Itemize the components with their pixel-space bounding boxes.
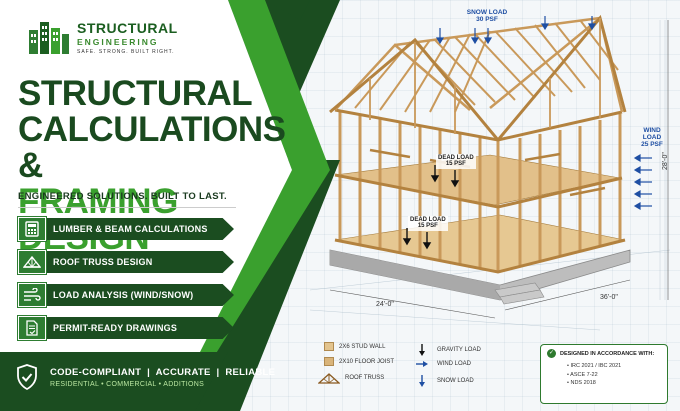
snow-load-label: SNOW LOAD 30 PSF — [462, 9, 512, 24]
code-compliance-box: ✓ DESIGNED IN ACCORDANCE WITH: IRC 2021 … — [540, 344, 668, 404]
snow-load-psf: 30 PSF — [476, 15, 498, 23]
wind-load-arrow-icon — [416, 361, 428, 367]
snow-load-arrow-icon — [419, 375, 425, 387]
stud-wall-swatch — [324, 342, 334, 351]
building-icon — [29, 22, 69, 54]
dead-load-lower-text: DEAD LOAD — [410, 217, 446, 223]
check-circle-icon: ✓ — [547, 349, 556, 358]
tagline: ENGINEERED SOLUTIONS. BUILT TO LAST. — [18, 191, 227, 202]
house-framing-illustration — [309, 14, 671, 331]
shield-check-icon — [17, 364, 37, 390]
legend: 2x6 STUD WALL 2x10 FLOOR JOIST ROOF TRUS… — [318, 338, 680, 411]
dead-load-upper-psf: 15 PSF — [445, 161, 466, 168]
code-item: IRC 2021 / IBC 2021 — [567, 362, 661, 371]
tagline-divider — [18, 207, 236, 208]
headline-line-1: STRUCTURAL — [18, 74, 253, 113]
height-dimension: 28'-0" — [662, 152, 669, 170]
floor-joist-swatch — [324, 357, 334, 366]
legend-floor-joist: 2x10 FLOOR JOIST — [324, 357, 394, 366]
feature-item: PERMIT-READY DRAWINGS — [17, 315, 234, 341]
feature-item: LUMBER & BEAM CALCULATIONS — [17, 216, 234, 242]
logo-text: STRUCTURAL ENGINEERING SAFE. STRONG. BUI… — [77, 20, 178, 55]
legend-stud-wall: 2x6 STUD WALL — [324, 342, 385, 351]
dead-load-upper-label: DEAD LOAD 15 PSF — [436, 154, 476, 169]
width-dimension: 24'-0" — [376, 301, 394, 308]
legend-roof-truss: ROOF TRUSS — [318, 372, 384, 384]
feature-item: ROOF TRUSS DESIGN — [17, 249, 234, 275]
headline-line-2: CALCULATIONS & — [18, 110, 286, 185]
code-item: ASCE 7-22 — [567, 371, 661, 380]
roof-truss-legend-icon — [318, 373, 340, 384]
wind-load-label: WIND LOAD 25 PSF — [636, 127, 668, 148]
legend-floor-joist-label: 2x10 FLOOR JOIST — [339, 358, 395, 365]
code-compliance-title: DESIGNED IN ACCORDANCE WITH: — [560, 350, 655, 357]
logo-line-1: STRUCTURAL — [77, 19, 178, 36]
wind-load-psf: 25 PSF — [641, 140, 663, 148]
snow-load-text: SNOW LOAD — [466, 9, 508, 16]
feature-label: PERMIT-READY DRAWINGS — [44, 317, 234, 339]
footer-main-text: CODE-COMPLIANT | ACCURATE | RELIABLE — [50, 367, 276, 378]
legend-snow-load: SNOW LOAD — [418, 375, 474, 387]
dead-load-upper-text: DEAD LOAD — [438, 155, 474, 161]
logo-tagline: SAFE. STRONG. BUILT RIGHT. — [77, 48, 175, 55]
footer-sub-text: RESIDENTIAL • COMMERCIAL • ADDITIONS — [50, 381, 205, 388]
wind-load-text-2: LOAD — [642, 133, 662, 141]
depth-dimension: 36'-0" — [600, 294, 618, 301]
legend-gravity-load: GRAVITY LOAD — [418, 344, 481, 356]
document-check-icon — [17, 315, 47, 341]
roof-truss-icon — [17, 249, 47, 275]
wind-load-text-1: WIND — [643, 127, 661, 134]
dead-load-lower-psf: 15 PSF — [417, 223, 438, 230]
code-compliance-header: ✓ DESIGNED IN ACCORDANCE WITH: — [547, 349, 661, 358]
legend-wind-load: WIND LOAD — [416, 360, 471, 368]
company-logo: STRUCTURAL ENGINEERING SAFE. STRONG. BUI… — [27, 18, 178, 56]
logo-line-2: ENGINEERING — [77, 36, 159, 47]
wind-icon — [17, 282, 47, 308]
legend-stud-wall-label: 2x6 STUD WALL — [339, 343, 386, 350]
feature-item: LOAD ANALYSIS (WIND/SNOW) — [17, 282, 234, 308]
code-list: IRC 2021 / IBC 2021 ASCE 7-22 NDS 2018 — [547, 362, 661, 388]
legend-wind-load-label: WIND LOAD — [437, 361, 472, 367]
headline: STRUCTURAL CALCULATIONS & FRAMING DESIGN — [18, 76, 318, 256]
legend-snow-load-label: SNOW LOAD — [437, 378, 474, 384]
gravity-load-arrow-icon — [419, 344, 425, 356]
footer-band — [0, 352, 228, 411]
dead-load-lower-label: DEAD LOAD 15 PSF — [408, 216, 448, 231]
legend-gravity-load-label: GRAVITY LOAD — [437, 347, 481, 353]
legend-roof-truss-label: ROOF TRUSS — [345, 375, 385, 381]
calculator-icon — [17, 216, 47, 242]
feature-label: LOAD ANALYSIS (WIND/SNOW) — [44, 284, 234, 306]
code-item: NDS 2018 — [567, 379, 661, 388]
feature-label: ROOF TRUSS DESIGN — [44, 251, 234, 273]
feature-label: LUMBER & BEAM CALCULATIONS — [44, 218, 234, 240]
